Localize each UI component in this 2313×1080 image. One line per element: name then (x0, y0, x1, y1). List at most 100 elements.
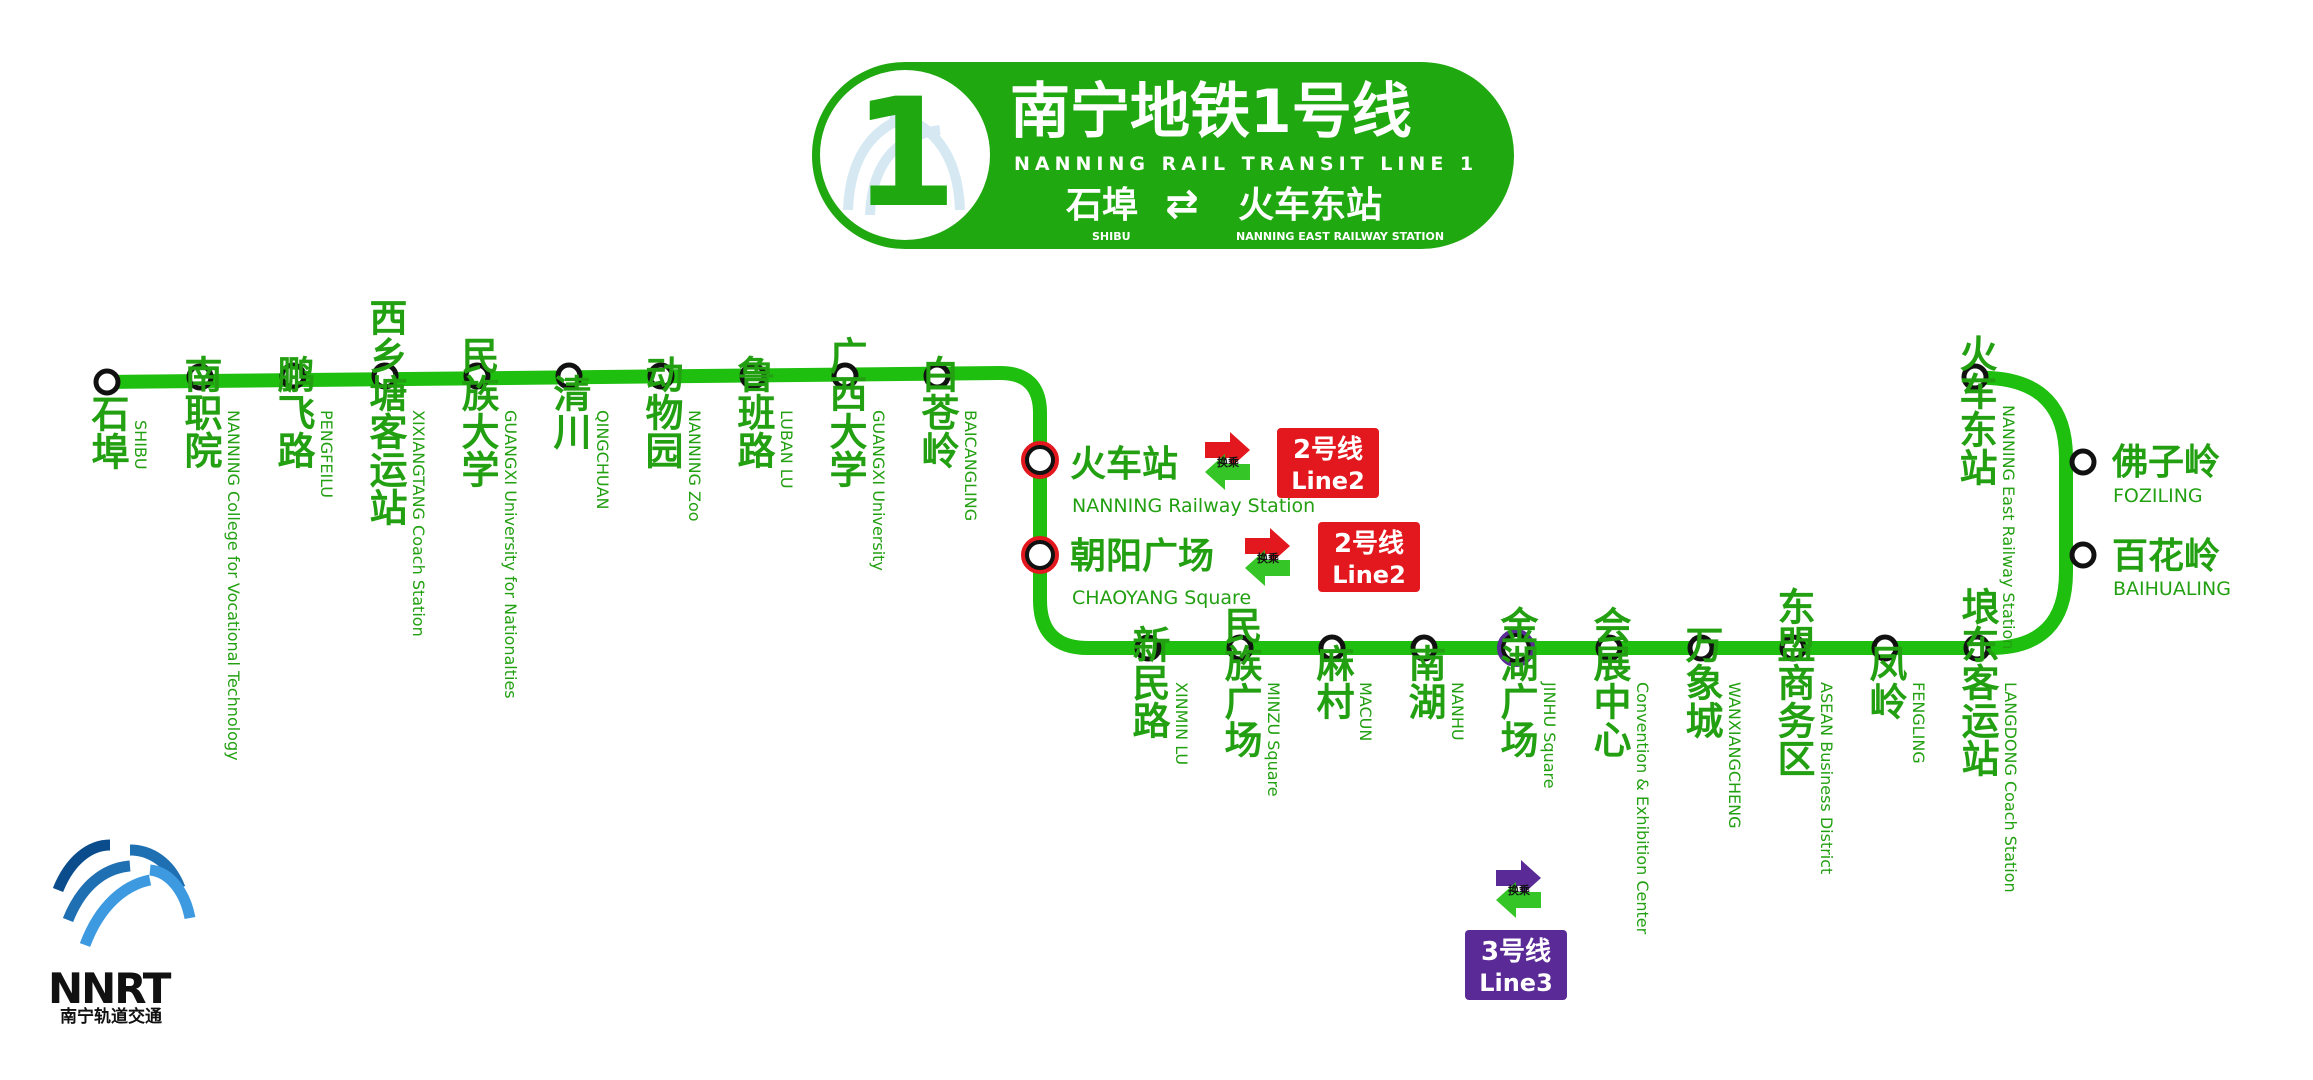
station-marker[interactable] (555, 362, 583, 390)
transfer-icon: 换乘 (1205, 432, 1250, 490)
line-name-cn: 南宁地铁1号线 (1010, 77, 1412, 147)
transfer-icon-cn: 换乘 (1508, 883, 1531, 897)
station-name-cn: 鲁班路 (731, 355, 775, 469)
station-huochezhan[interactable]: 火车站 NANNING Railway Station 换乘 2号线 Line2 (1021, 428, 1379, 517)
station-name-en: MACUN (1356, 682, 1375, 741)
line-name-en: NANNING RAIL TRANSIT LINE 1 (1014, 153, 1478, 175)
terminus-from-en: SHIBU (1092, 230, 1131, 243)
line2-badge (1277, 428, 1379, 498)
station-wanxiangcheng[interactable]: 万象城 WANXIANGCHENG (1679, 625, 1744, 829)
station-marker[interactable] (1410, 634, 1438, 662)
station-marker[interactable] (93, 368, 121, 396)
line2-badge-en: Line2 (1332, 561, 1406, 589)
station-name-cn: 金湖广场 (1494, 605, 1539, 758)
station-name-en: Convention & Exhibition Center (1633, 682, 1652, 935)
station-marker[interactable] (1023, 538, 1057, 572)
station-name-en: JINHU Square (1540, 681, 1559, 789)
terminus-to-cn: 火车东站 (1238, 185, 1382, 226)
station-name-en: NANNING College for Vocational Technolog… (224, 410, 243, 761)
station-xinminlu[interactable]: 新民路 XINMIN LU (1126, 625, 1191, 765)
station-marker[interactable] (923, 362, 951, 390)
station-pengfeilu[interactable]: 鹏飞路 PENGFEILU (271, 355, 336, 498)
station-name-cn: 新民路 (1126, 625, 1170, 739)
station-marker[interactable] (739, 362, 767, 390)
station-marker[interactable] (371, 362, 399, 390)
station-marker[interactable] (1318, 634, 1346, 662)
station-name-en: FOZILING (2113, 485, 2203, 507)
station-name-en: CHAOYANG Square (1072, 587, 1251, 609)
station-guangxidaxue[interactable]: 广西大学 GUANGXI University (823, 336, 888, 571)
station-langdong[interactable]: 埌东客运站 LANGDONG Coach Station (1955, 587, 2020, 893)
station-marker[interactable] (1963, 634, 1991, 662)
station-marker[interactable] (463, 362, 491, 390)
station-marker[interactable] (647, 362, 675, 390)
station-lubanlu[interactable]: 鲁班路 LUBAN LU (731, 355, 796, 489)
station-marker[interactable] (186, 363, 214, 391)
station-name-en: ASEAN Business District (1817, 682, 1836, 874)
station-name-en: XINMIN LU (1172, 682, 1191, 765)
transfer-icon-cn: 换乘 (1217, 455, 1240, 469)
station-nanhu[interactable]: 南湖 NANHU (1402, 634, 1467, 741)
station-minzuguangchang[interactable]: 民族广场 MINZU Square (1218, 606, 1283, 797)
badge-arc-decoration (843, 110, 965, 216)
station-chaoyang[interactable]: 朝阳广场 CHAOYANG Square 换乘 2号线 Line2 (1021, 522, 1420, 609)
station-dongmeng[interactable]: 东盟商务区 ASEAN Business District (1771, 587, 1836, 874)
station-name-en: NANNING East Railway Station (1999, 405, 2018, 649)
station-name-cn: 会展中心 (1587, 606, 1631, 758)
station-marker[interactable] (1023, 443, 1057, 477)
nnrt-logo: NNRT 南宁轨道交通 (48, 839, 196, 1027)
station-name-cn: 火车东站 (1953, 334, 1997, 486)
station-name-cn: 东盟商务区 (1771, 587, 1815, 777)
line3-badge-en: Line3 (1479, 969, 1553, 997)
station-marker[interactable] (831, 362, 859, 390)
line2-badge (1318, 522, 1420, 592)
station-qingchuan[interactable]: 清川 QINGCHUAN (547, 362, 612, 510)
station-marker[interactable] (1961, 363, 1989, 391)
line3-badge (1465, 930, 1567, 1000)
station-name-en: QINGCHUAN (593, 410, 612, 510)
station-name-cn: 南职院 (178, 355, 222, 469)
line-title-banner: 1 南宁地铁1号线 NANNING RAIL TRANSIT LINE 1 石埠… (812, 62, 1514, 249)
station-marker[interactable] (1779, 634, 1807, 662)
station-jinhu[interactable]: 金湖广场 JINHU Square 换乘 3号线 Line3 (1465, 605, 1567, 1000)
station-nanzhiyuan[interactable]: 南职院 NANNING College for Vocational Techn… (178, 355, 243, 761)
station-name-cn: 凤岭 (1863, 644, 1907, 720)
station-marker[interactable] (1134, 634, 1162, 662)
station-name-cn: 埌东客运站 (1955, 587, 1999, 777)
station-xixiangtang[interactable]: 西乡塘客运站 XIXIANGTANG Coach Station (363, 298, 428, 637)
station-marker[interactable] (1226, 634, 1254, 662)
station-marker[interactable] (2069, 448, 2097, 476)
station-name-en: NANNING Zoo (685, 410, 704, 522)
station-name-en: GUANGXI University (869, 410, 888, 571)
station-name-en: NANHU (1448, 682, 1467, 741)
station-huochedongzhan[interactable]: 火车东站 NANNING East Railway Station (1953, 334, 2018, 649)
station-name-cn: 百花岭 (2112, 536, 2220, 577)
terminus-to-en: NANNING EAST RAILWAY STATION (1236, 230, 1444, 243)
station-marker[interactable] (279, 362, 307, 390)
station-shibu[interactable]: 石埠 SHIBU (85, 368, 150, 470)
station-foziling[interactable]: 佛子岭 FOZILING (2069, 442, 2220, 507)
station-macun[interactable]: 麻村 MACUN (1310, 634, 1375, 741)
transfer-icon: 换乘 (1245, 528, 1290, 586)
station-baicangling[interactable]: 白苍岭 BAICANGLING (915, 355, 980, 521)
station-name-en: LANGDONG Coach Station (2001, 682, 2020, 893)
station-name-en: BAIHUALING (2113, 578, 2231, 600)
station-name-cn: 民族广场 (1218, 606, 1262, 758)
line3-badge-cn: 3号线 (1481, 937, 1551, 967)
station-name-en: LUBAN LU (777, 410, 796, 489)
station-baihualing[interactable]: 百花岭 BAIHUALING (2069, 536, 2231, 600)
station-minzudaxue[interactable]: 民族大学 GUANGXI University for Nationalties (455, 336, 520, 699)
station-marker[interactable] (1871, 634, 1899, 662)
station-marker[interactable] (1687, 634, 1715, 662)
station-marker[interactable] (2069, 541, 2097, 569)
station-marker[interactable] (1595, 634, 1623, 662)
station-name-en: GUANGXI University for Nationalties (501, 410, 520, 699)
station-dongwuyuan[interactable]: 动物园 NANNING Zoo (639, 355, 704, 522)
station-fengling[interactable]: 凤岭 FENGLING (1863, 634, 1928, 764)
line1-track (100, 366, 2073, 655)
station-name-cn: 清川 (547, 374, 591, 450)
station-name-cn: 白苍岭 (915, 355, 959, 469)
station-marker[interactable] (1499, 631, 1533, 665)
station-huizhan[interactable]: 会展中心 Convention & Exhibition Center (1587, 606, 1652, 935)
